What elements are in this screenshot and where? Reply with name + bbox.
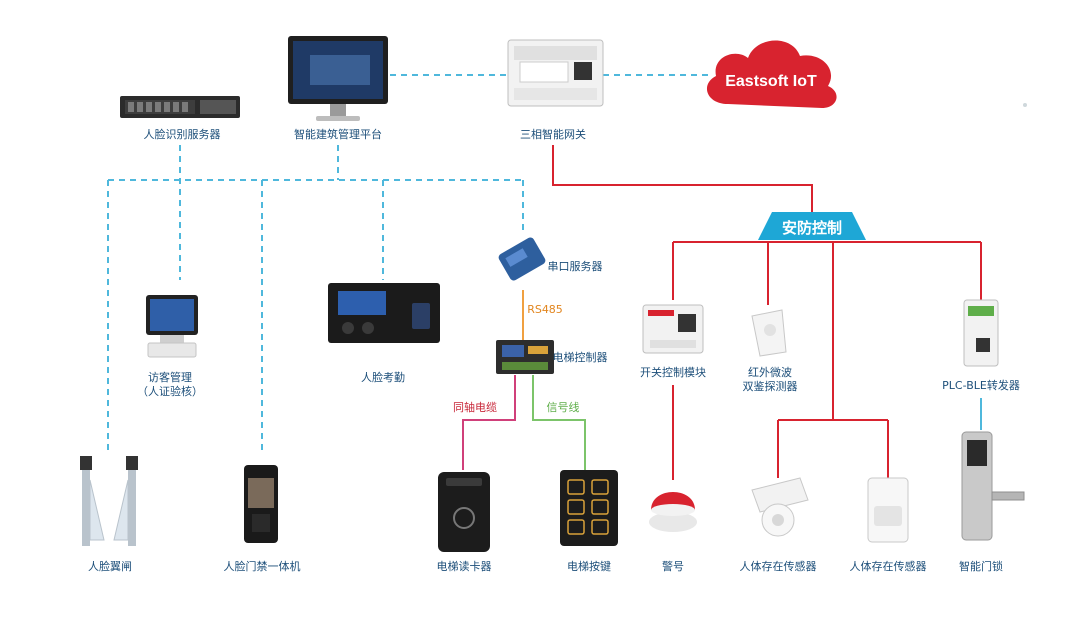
coax-label: 同轴电缆 — [453, 401, 497, 414]
presence-sensor-2-label: 人体存在传感器 — [849, 560, 927, 573]
elevator-controller-label: 电梯控制器 — [552, 351, 608, 364]
pir-detector-device — [751, 309, 787, 357]
gateway-device — [507, 39, 604, 107]
gateway-label: 三相智能网关 — [520, 128, 586, 141]
elevator-controller-device — [496, 340, 554, 374]
pir-label-line2: 双鉴探测器 — [742, 380, 798, 393]
face-access-device — [244, 465, 278, 543]
face-gate-label: 人脸翼闸 — [88, 560, 132, 573]
pir-label-line1: 红外微波 — [748, 366, 792, 379]
smart-lock-device — [961, 431, 1025, 541]
plc-ble-device — [963, 299, 999, 367]
visitor-mgmt-sub-label: （人证验核） — [137, 385, 203, 398]
eastsoft-cloud-icon — [706, 40, 837, 108]
presence-sensor-1-label: 人体存在传感器 — [739, 560, 817, 573]
cloud-label: Eastsoft IoT — [725, 73, 817, 90]
switch-module-label: 开关控制模块 — [640, 366, 706, 379]
rs485-label: RS485 — [527, 303, 563, 316]
elevator-buttons-label: 电梯按键 — [567, 560, 611, 573]
decorative-dot — [1023, 103, 1027, 107]
dashed-network-links — [107, 74, 710, 455]
face-gate-device — [80, 456, 138, 546]
serial-server-device — [498, 237, 546, 281]
switch-module-device — [642, 304, 704, 354]
alarm-siren-device — [649, 492, 697, 532]
face-server-device — [120, 96, 240, 118]
face-access-label: 人脸门禁一体机 — [223, 560, 301, 573]
elevator-buttons-device — [560, 470, 618, 546]
card-reader-device — [438, 472, 490, 552]
link-signal — [532, 375, 586, 470]
plc-ble-label: PLC-BLE转发器 — [942, 379, 1020, 392]
signal-label: 信号线 — [546, 401, 580, 414]
face-server-label: 人脸识别服务器 — [143, 128, 221, 141]
visitor-mgmt-label: 访客管理 — [148, 371, 192, 384]
card-reader-label: 电梯读卡器 — [436, 560, 492, 573]
presence-sensor-2-device — [867, 477, 909, 543]
security-banner-shape — [758, 212, 866, 240]
attendance-label: 人脸考勤 — [361, 371, 405, 384]
alarm-label: 警号 — [662, 560, 684, 573]
link-gateway-security — [552, 145, 813, 212]
platform-label: 智能建筑管理平台 — [294, 128, 382, 141]
security-links — [552, 145, 982, 480]
attendance-device — [328, 283, 440, 343]
presence-sensor-1-device — [751, 477, 809, 537]
platform-monitor-device — [288, 36, 388, 121]
link-coax — [462, 375, 516, 470]
visitor-kiosk-device — [146, 295, 198, 358]
security-banner-label: 安防控制 — [781, 219, 843, 237]
serial-server-label: 串口服务器 — [547, 260, 603, 273]
smart-lock-label: 智能门锁 — [959, 560, 1003, 573]
